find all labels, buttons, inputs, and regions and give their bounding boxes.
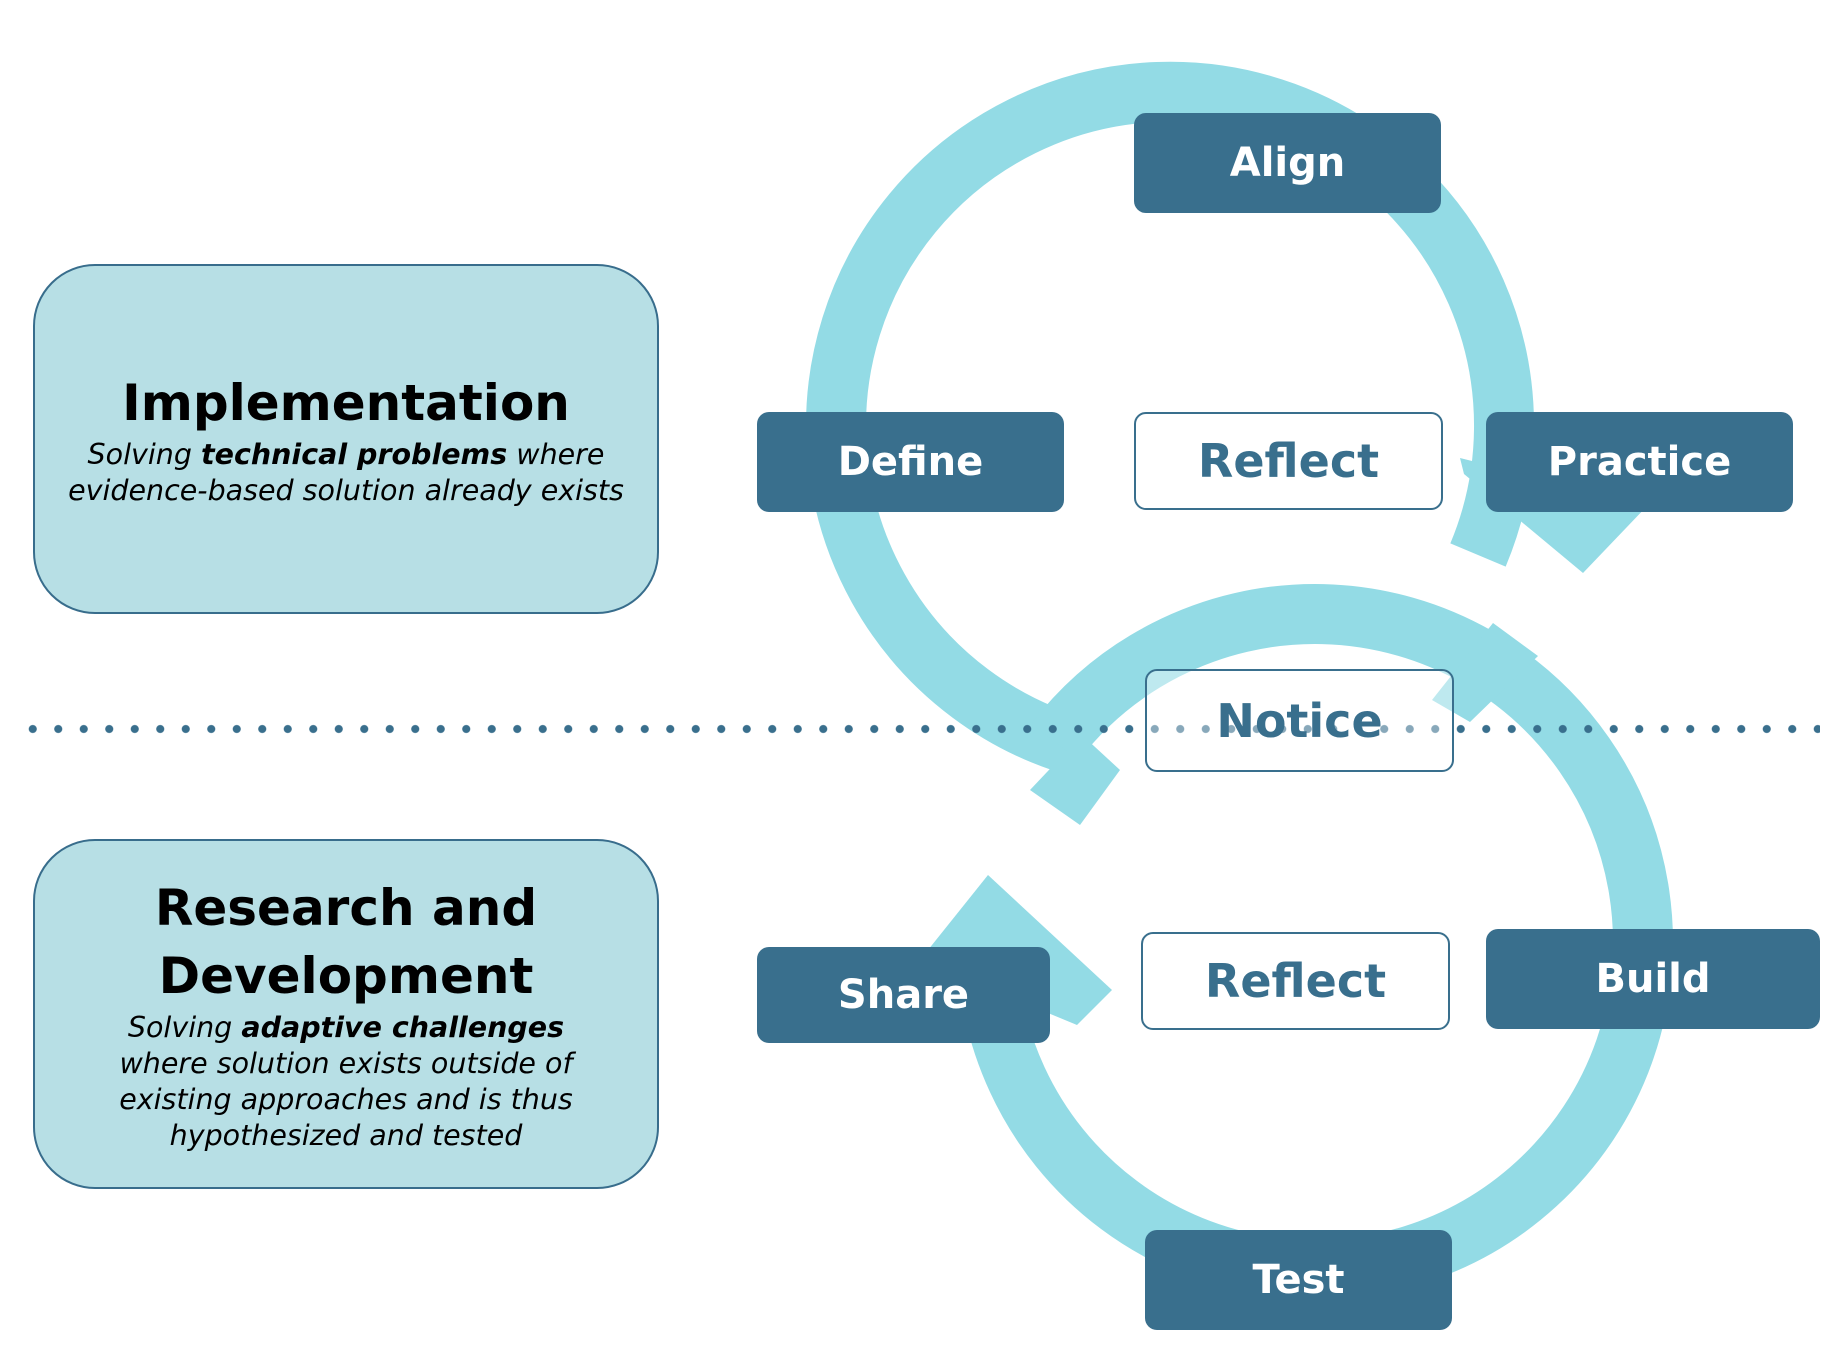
step-reflect-top: Reflect (1134, 412, 1443, 510)
upper-loop-arc (806, 61, 1535, 779)
implementation-keyword: technical problems (201, 438, 508, 471)
step-reflect-bottom: Reflect (1141, 932, 1450, 1030)
notice-arrow-lower-left (1030, 735, 1120, 825)
implementation-title: Implementation (122, 374, 570, 432)
notice-arrow-upper-right (1432, 623, 1538, 722)
research-keyword: adaptive challenges (241, 1011, 565, 1044)
step-practice: Practice (1486, 412, 1793, 512)
step-notice: Notice (1145, 669, 1454, 772)
step-align: Align (1134, 113, 1441, 213)
research-description: Solving adaptive challenges where soluti… (119, 1011, 573, 1152)
research-development-panel: Research and Development Solving adaptiv… (33, 839, 659, 1189)
step-define: Define (757, 412, 1064, 512)
lower-loop-arc (956, 583, 1673, 1300)
step-share: Share (757, 947, 1050, 1043)
research-title-line2: Development (158, 947, 534, 1005)
step-test: Test (1145, 1230, 1452, 1330)
implementation-description: Solving technical problems where evidenc… (68, 438, 624, 507)
section-divider (20, 724, 1820, 734)
step-build: Build (1486, 929, 1820, 1029)
implementation-panel: Implementation Solving technical problem… (33, 264, 659, 614)
research-title-line1: Research and (154, 879, 538, 937)
